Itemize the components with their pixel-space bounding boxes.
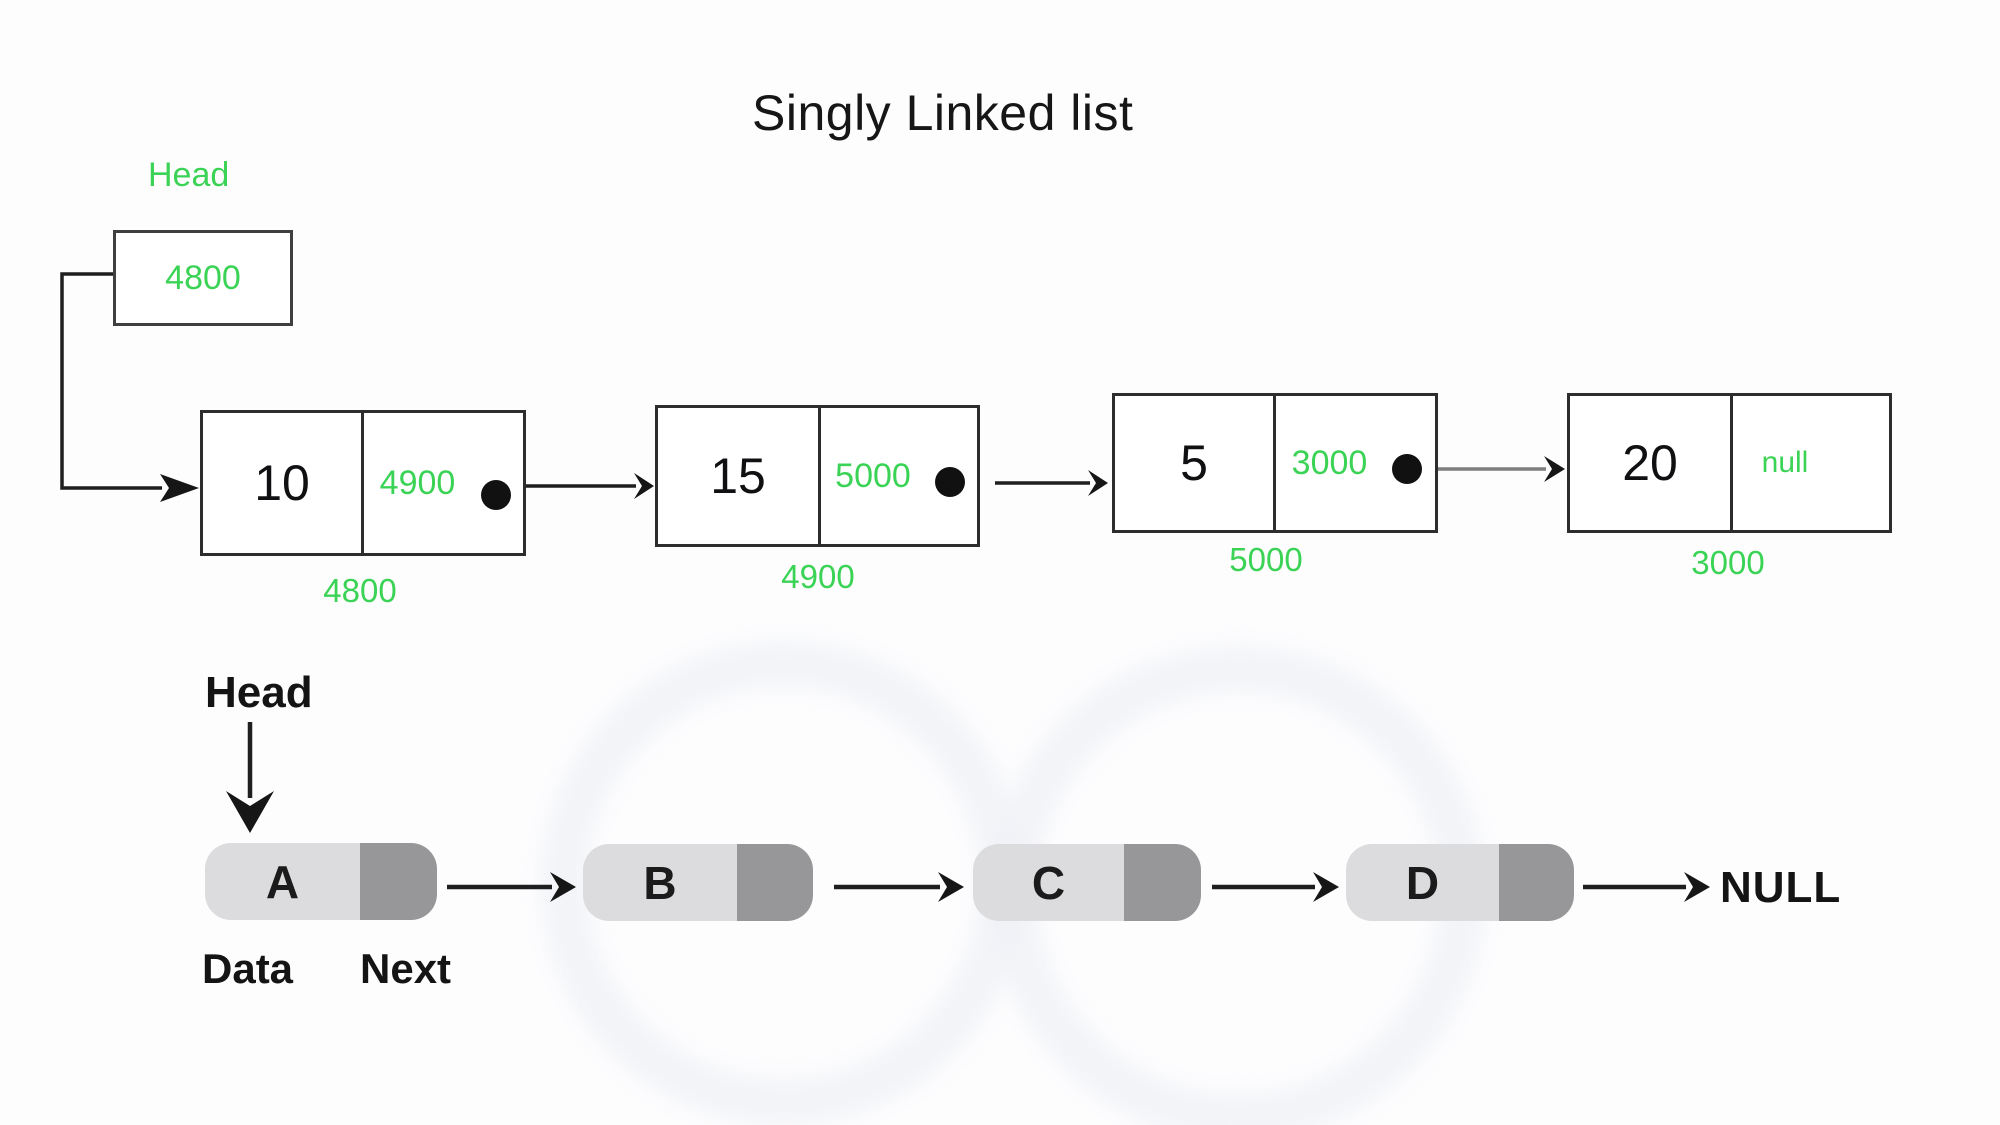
cell-b-next <box>737 844 813 921</box>
head-to-node1-arrowhead <box>160 474 199 502</box>
node-4-next: null <box>1761 446 1809 479</box>
node2-to-node3-arrowhead <box>1088 470 1108 496</box>
cell-c-data: C <box>973 844 1124 921</box>
cell-d: D <box>1346 844 1574 921</box>
node-4-data: 20 <box>1570 396 1733 530</box>
page-title: Singly Linked list <box>752 85 1134 141</box>
head-down-arrowhead <box>226 791 274 833</box>
node-1-address: 4800 <box>323 572 397 609</box>
null-terminator-label: NULL <box>1720 863 1842 912</box>
node-3-address: 5000 <box>1229 541 1303 578</box>
cell-b: B <box>583 844 813 921</box>
cell-a-data: A <box>205 843 360 920</box>
head-pointer-box: 4800 <box>113 230 293 326</box>
bottom-head-label: Head <box>205 668 313 717</box>
cell-a: A <box>205 843 437 920</box>
node-2-pointer-dot <box>935 467 965 497</box>
data-field-label: Data <box>202 945 294 992</box>
cell-c-next <box>1124 844 1201 921</box>
cell-c: C <box>973 844 1201 921</box>
node-4: 20 null <box>1567 393 1892 533</box>
cell-d-data: D <box>1346 844 1499 921</box>
node-2-next: 5000 <box>835 456 911 495</box>
node-1-pointer-dot <box>481 480 511 510</box>
node-3: 5 3000 <box>1112 393 1438 533</box>
cell-d-to-null-arrowhead <box>1684 872 1710 902</box>
next-field-label: Next <box>360 945 452 992</box>
head-pointer-label: Head <box>148 156 230 194</box>
node-2-address: 4900 <box>781 558 855 595</box>
cell-b-data: B <box>583 844 737 921</box>
head-pointer-value: 4800 <box>165 258 241 297</box>
node-3-next: 3000 <box>1291 443 1368 482</box>
node-1-next: 4900 <box>379 463 456 502</box>
node-2: 15 5000 <box>655 405 980 547</box>
cell-a-next <box>360 843 437 920</box>
node-2-data: 15 <box>658 408 821 544</box>
cell-d-next <box>1499 844 1574 921</box>
node-1: 10 4900 <box>200 410 526 556</box>
node-3-pointer-dot <box>1392 454 1422 484</box>
node-3-data: 5 <box>1115 396 1276 530</box>
node-4-address: 3000 <box>1691 544 1765 581</box>
node1-to-node2-arrowhead <box>634 473 654 499</box>
node3-to-node4-arrowhead <box>1544 456 1565 482</box>
node-1-data: 10 <box>203 413 364 553</box>
